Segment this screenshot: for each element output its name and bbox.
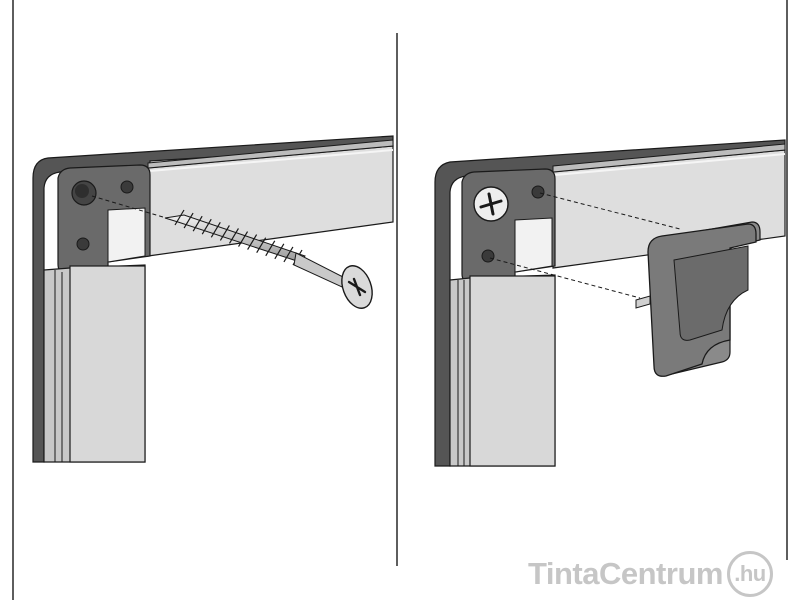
- side-rail-face: [69, 265, 146, 463]
- watermark-tld: .hu: [734, 561, 766, 586]
- small-hole-bottom: [76, 237, 90, 251]
- top-rail-highlight: [149, 149, 394, 172]
- large-screw-hole-inner: [75, 184, 89, 198]
- watermark-logo: TintaCentrum .hu: [528, 546, 773, 602]
- screw-thread: [265, 240, 276, 257]
- cap-guide-line-top: [539, 192, 681, 230]
- top-rail-edge-right: [552, 143, 786, 173]
- block-cavity-right: [514, 217, 553, 273]
- screw-thread: [274, 243, 285, 260]
- panel-step-insert-screw: [32, 135, 394, 463]
- top-rail-highlight-right: [554, 153, 786, 176]
- corner-cap-face: [673, 245, 749, 341]
- screw-thread: [210, 221, 221, 238]
- block-cavity: [107, 207, 146, 263]
- screw-thread: [247, 234, 258, 250]
- cap-guide-line-bottom: [489, 257, 641, 299]
- screw-thread: [228, 228, 239, 244]
- screw-thread: [219, 225, 230, 241]
- wood-screw: [164, 209, 373, 309]
- small-hole-top-right: [531, 185, 545, 199]
- panel-step-attach-cap: [434, 139, 786, 467]
- screw-thread: [192, 215, 203, 232]
- screw-thread: [201, 218, 212, 235]
- small-hole-bottom-right: [481, 249, 495, 263]
- phillips-slot-icon: [347, 277, 367, 297]
- installed-phillips-icon: [479, 192, 503, 216]
- small-hole-top: [120, 180, 134, 194]
- screw-thread: [174, 209, 185, 226]
- screw-thread: [283, 246, 294, 263]
- corner-cap-peg: [635, 295, 651, 309]
- corner-cap: [635, 221, 761, 377]
- side-rail-face-right: [469, 275, 556, 467]
- watermark-brand: TintaCentrum: [528, 556, 723, 591]
- screw-thread: [238, 231, 249, 247]
- screw-thread: [183, 212, 194, 229]
- top-rail-edge: [147, 139, 394, 169]
- screw-thread: [256, 237, 267, 254]
- watermark-tld-badge: .hu: [726, 551, 773, 597]
